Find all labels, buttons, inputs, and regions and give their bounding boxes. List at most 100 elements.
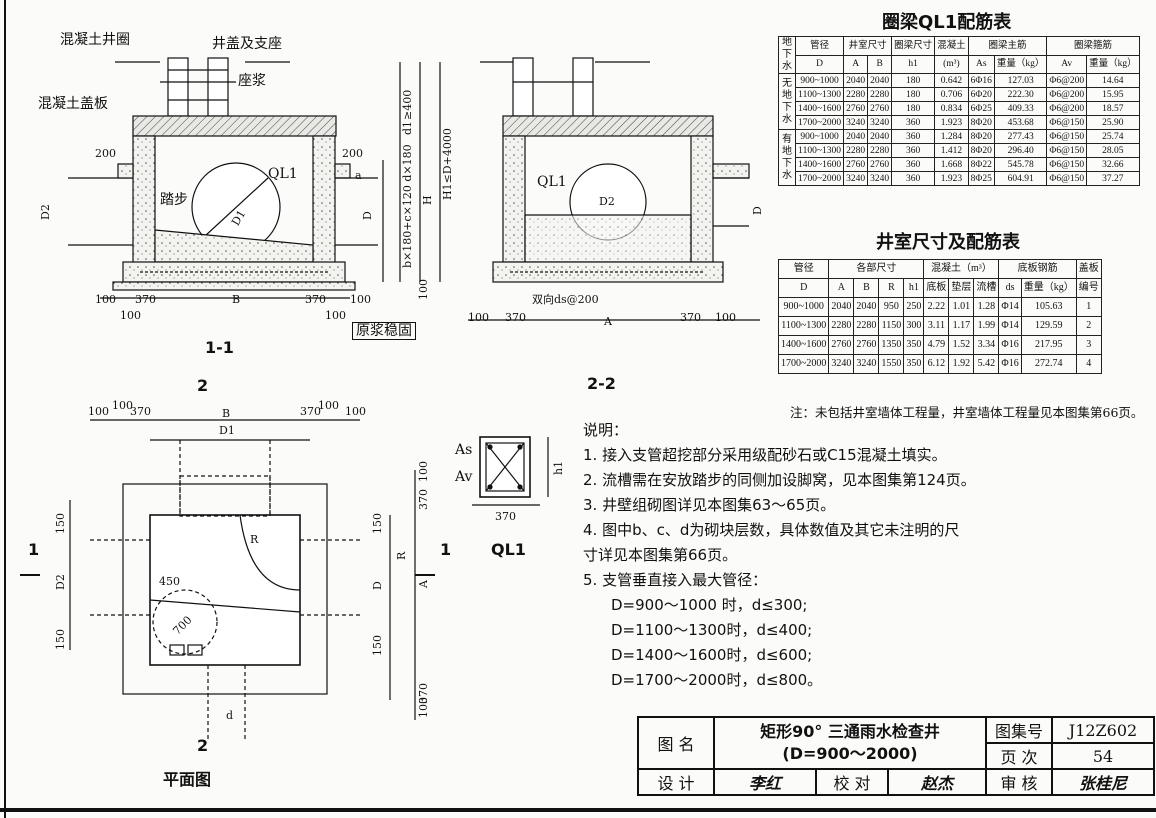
chamber-table-cell: 4 [1075,354,1102,374]
ql1-table-cell: 28.05 [1086,143,1140,158]
ql1-table-cell: 2040 [843,73,869,88]
ql1-table-cell: 360 [891,115,936,130]
dim-100-11-r: 100 [350,293,371,306]
ch-h-slab-bar: 底板钢筋 [998,259,1077,279]
ql1-table-cell: 2280 [843,87,869,102]
label-cover-seat: 井盖及支座 [212,36,282,52]
chamber-table-cell: 2280 [853,316,880,336]
chamber-header-cell: ds [998,278,1022,298]
ql1-table-cell: 409.33 [993,101,1048,116]
ql1-table-cell: 180 [891,73,936,88]
chamber-table-cell: 2040 [853,297,880,317]
note-item: D=900～1000 时，d≤300; [611,596,808,614]
ql1-table-cell: 453.68 [993,115,1048,130]
chamber-table-cell: 1.01 [948,297,975,317]
ql1-table-cell: 3240 [843,115,869,130]
dim-d-22: D [751,206,764,215]
ql1-table-cell: 222.30 [993,87,1048,102]
dim-370-22-l: 370 [505,311,526,324]
chamber-table-cell: 1550 [878,354,905,374]
note-item: 4. 图中b、c、d为砌块层数，具体数值及其它未注明的尺 [583,521,960,539]
chamber-table-cell: 950 [878,297,905,317]
chamber-table-cell: 272.74 [1020,354,1077,374]
chamber-table-cell: 1.92 [948,354,975,374]
tb-check-signature: 赵杰 [887,768,987,796]
sheet-border-bottom [0,808,1156,812]
chamber-header-cell: 重量（kg） [1020,278,1077,298]
ql1-table-cell: 8Φ25 [967,171,995,186]
chamber-table-cell: 1400~1600 [777,335,830,355]
ql1-table-cell: 0.706 [934,87,969,102]
ql1-table-cell: 32.66 [1086,157,1140,172]
label-ql1-22: QL1 [537,174,567,190]
dim-370-ql1: 370 [495,510,516,523]
chamber-table-cell: 1 [1075,297,1102,317]
dim-100-plan-r: 100 [345,405,366,418]
ql1-h-diameter: 管径 [794,36,845,56]
chamber-header-cell: 编号 [1075,278,1102,298]
ql1-h2-b: B [867,54,893,74]
note-item: D=1400～1600时，d≤600; [611,646,813,664]
dim-370-plan-r: 370 [300,405,321,418]
ql1-table-cell: 900~1000 [794,129,845,144]
ql1-table-cell: 2760 [867,101,893,116]
ql1-group-label: 有地下水 [778,129,796,186]
note-item: 寸详见本图集第66页。 [583,546,738,564]
chamber-table-cell: 2760 [853,335,880,355]
chamber-table-cell: 217.95 [1020,335,1077,355]
label-grout: 原浆稳固 [352,322,416,340]
label-mortar: 座浆 [238,73,266,89]
dim-100-22-l: 100 [468,311,489,324]
chamber-table-cell: 350 [903,354,925,374]
ql1-table-cell: 6Φ25 [967,101,995,116]
chamber-table-cell: 1.28 [973,297,1000,317]
tb-name-line1: 矩形90° 三通雨水检查井 [760,722,940,741]
section-title-ql1: QL1 [491,540,526,559]
dim-370-22-r: 370 [680,311,701,324]
label-ql1: QL1 [268,166,298,182]
dim-h: H [421,195,434,205]
dim-d-small: d [226,709,234,722]
ql1-h-concrete: 混凝土 [934,36,969,56]
ch-h-diameter: 管径 [777,259,830,279]
ql1-table-cell: 0.834 [934,101,969,116]
cut-marker-2-top: 2 [197,376,209,395]
tb-check-label: 校 对 [815,768,889,796]
ql1-table-cell: 18.57 [1086,101,1140,116]
chamber-table-title: 井室尺寸及配筋表 [876,232,1020,253]
dim-h1-formula: H1≤D+4000 [441,128,454,200]
dim-d2-plan: D2 [54,574,67,590]
ql1-table-cell: 604.91 [993,171,1048,186]
ql1-h2-weight2: 重量（kg） [1086,54,1140,74]
ql1-table-cell: 545.78 [993,157,1048,172]
dim-r-vert: R [395,551,408,560]
ql1-table-cell: 360 [891,157,936,172]
ql1-table-cell: 2040 [867,129,893,144]
notes-heading: 说明： [583,421,629,439]
ql1-table-cell: 3240 [843,171,869,186]
ql1-table-cell: Φ6@150 [1046,157,1088,172]
ql1-h2-av: Av [1046,54,1088,74]
ql1-reinforcement-table: 地下水 管径 井室尺寸 圈梁尺寸 混凝土 圈梁主筋 圈梁箍筋 D A B h1 … [778,36,1140,186]
ql1-table-cell: 1.923 [934,171,969,186]
dim-370-11-l: 370 [135,293,156,306]
dim-450: 450 [159,575,180,588]
tb-design-signature: 李红 [713,768,817,796]
dim-200-right: 200 [342,147,363,160]
ql1-table-cell: 1100~1300 [794,143,845,158]
dim-400: ≥400 [401,89,414,120]
ql1-table-cell: 1700~2000 [794,171,845,186]
ql1-table-cell: 8Φ20 [967,115,995,130]
chamber-table-cell: 129.59 [1020,316,1077,336]
chamber-table-cell: 4.79 [923,335,950,355]
